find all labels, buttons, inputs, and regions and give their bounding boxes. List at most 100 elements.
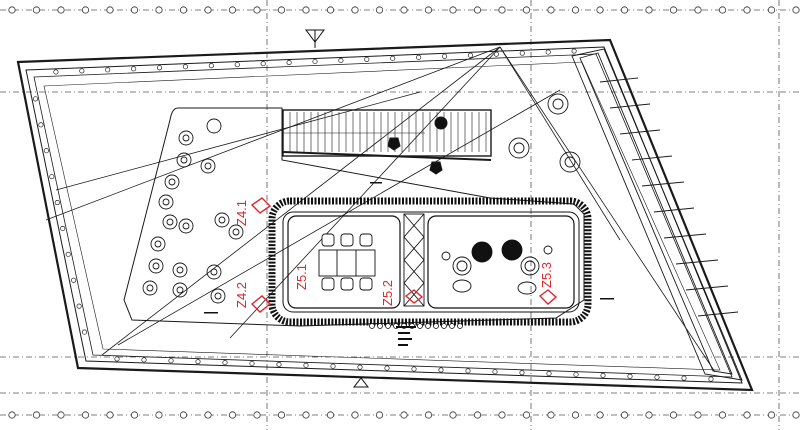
wall-stud bbox=[32, 96, 39, 102]
chair bbox=[359, 233, 373, 247]
zone-markers: Z4.1 Z4.2 Z5.1 Z5.2 Z5.3 bbox=[234, 197, 558, 313]
wall-stud bbox=[249, 360, 255, 367]
fixture-ring bbox=[178, 130, 194, 146]
fixture-core bbox=[182, 134, 190, 142]
wall-stud bbox=[338, 57, 344, 64]
grid-bubble bbox=[792, 6, 800, 14]
grid-bubble bbox=[375, 6, 384, 14]
fixture-ring bbox=[172, 282, 188, 298]
fixture-core bbox=[204, 162, 212, 170]
wall-stud bbox=[79, 68, 85, 74]
wall-stud bbox=[60, 225, 66, 232]
wall-stud bbox=[390, 55, 396, 61]
deck-fixture bbox=[377, 323, 383, 329]
wall-stud bbox=[286, 59, 292, 66]
grid-bubble bbox=[106, 6, 114, 14]
fixture-ring bbox=[210, 288, 226, 304]
grid-bubble bbox=[743, 6, 751, 14]
wall-stud bbox=[208, 63, 214, 69]
fixture-ring bbox=[164, 174, 180, 190]
wall-stud bbox=[195, 359, 201, 365]
chair bbox=[321, 277, 335, 291]
grid-bubble bbox=[32, 411, 41, 419]
wall-stud bbox=[384, 365, 390, 371]
terrace-fixtures bbox=[142, 130, 244, 304]
grid-bubble bbox=[620, 6, 629, 14]
svg-text:Z4.1: Z4.1 bbox=[234, 200, 249, 226]
grid-bubble bbox=[351, 411, 359, 419]
grid-bubble bbox=[767, 411, 776, 419]
wall-stud bbox=[53, 69, 59, 75]
wall-stud bbox=[49, 174, 55, 180]
wall-stud bbox=[492, 369, 498, 375]
grid-bubble bbox=[571, 411, 580, 419]
grid-bubble bbox=[32, 6, 41, 14]
grid-bubble bbox=[498, 6, 506, 14]
grid-bubble bbox=[449, 6, 457, 14]
wall-stud bbox=[546, 371, 552, 377]
fixture-ring bbox=[162, 214, 178, 230]
grid-bubble bbox=[57, 6, 65, 14]
grid-bubble bbox=[522, 411, 531, 419]
grid-bubble bbox=[253, 6, 261, 14]
fixture-ring bbox=[150, 236, 166, 252]
wall-stud bbox=[76, 303, 82, 309]
grid-bubble bbox=[473, 411, 482, 419]
grid-bubble bbox=[228, 411, 237, 419]
wall-stud bbox=[234, 62, 240, 68]
wall-stud bbox=[411, 366, 417, 372]
zone-z5-2: Z5.2 bbox=[380, 280, 424, 306]
grid-bubble bbox=[204, 411, 212, 419]
grid-bubble bbox=[8, 6, 16, 14]
grid-bubble bbox=[473, 6, 482, 14]
wall-stud bbox=[141, 357, 147, 363]
wall-stud bbox=[654, 374, 660, 380]
wall-stud bbox=[467, 52, 474, 58]
fixture-ring bbox=[228, 224, 244, 240]
grid-bubble bbox=[669, 411, 678, 419]
fixture-core bbox=[146, 284, 154, 292]
grid-bubble bbox=[277, 411, 286, 419]
wall-stud bbox=[222, 360, 228, 366]
fixture-ring bbox=[176, 152, 192, 168]
grid-bubble bbox=[302, 411, 310, 419]
grid-bubble bbox=[498, 411, 506, 419]
fixture-core bbox=[176, 266, 184, 274]
fixture-core bbox=[180, 156, 188, 164]
deck-fixture bbox=[457, 323, 463, 329]
fixture-ring bbox=[206, 264, 222, 280]
grid-bubble bbox=[351, 6, 359, 14]
right-facade-band bbox=[571, 48, 743, 381]
grid-bubble bbox=[694, 6, 702, 14]
grid-bubble bbox=[326, 411, 335, 419]
wall-stud bbox=[573, 371, 579, 378]
grid-bubble bbox=[669, 6, 678, 14]
wall-stud bbox=[312, 58, 318, 65]
chair bbox=[340, 277, 354, 291]
wall-stud bbox=[519, 370, 525, 376]
fixture-core bbox=[162, 198, 170, 206]
grid-bubble bbox=[302, 6, 310, 14]
grid-bubble bbox=[596, 6, 604, 14]
chair bbox=[359, 277, 373, 291]
fixture-core bbox=[166, 218, 174, 226]
grid-bubble bbox=[400, 411, 408, 419]
grid-bubble bbox=[8, 411, 16, 419]
dining-table bbox=[318, 249, 376, 277]
grid-bubble bbox=[522, 6, 531, 14]
grid-bubble bbox=[645, 411, 653, 419]
wall-stud bbox=[131, 66, 137, 72]
section-marker-icon bbox=[352, 377, 370, 388]
wall-stud bbox=[260, 61, 266, 67]
zone-z5-3: Z5.3 bbox=[538, 262, 558, 305]
zone-z4-1: Z4.1 bbox=[234, 197, 272, 226]
grid-bubble bbox=[326, 6, 335, 14]
fixture-ring bbox=[142, 280, 158, 296]
wall-stud bbox=[545, 49, 551, 55]
grid-bubble bbox=[694, 411, 702, 419]
fixture-ring bbox=[178, 218, 194, 234]
north-arrow-icon bbox=[305, 29, 325, 48]
grid-bubble bbox=[596, 411, 604, 419]
